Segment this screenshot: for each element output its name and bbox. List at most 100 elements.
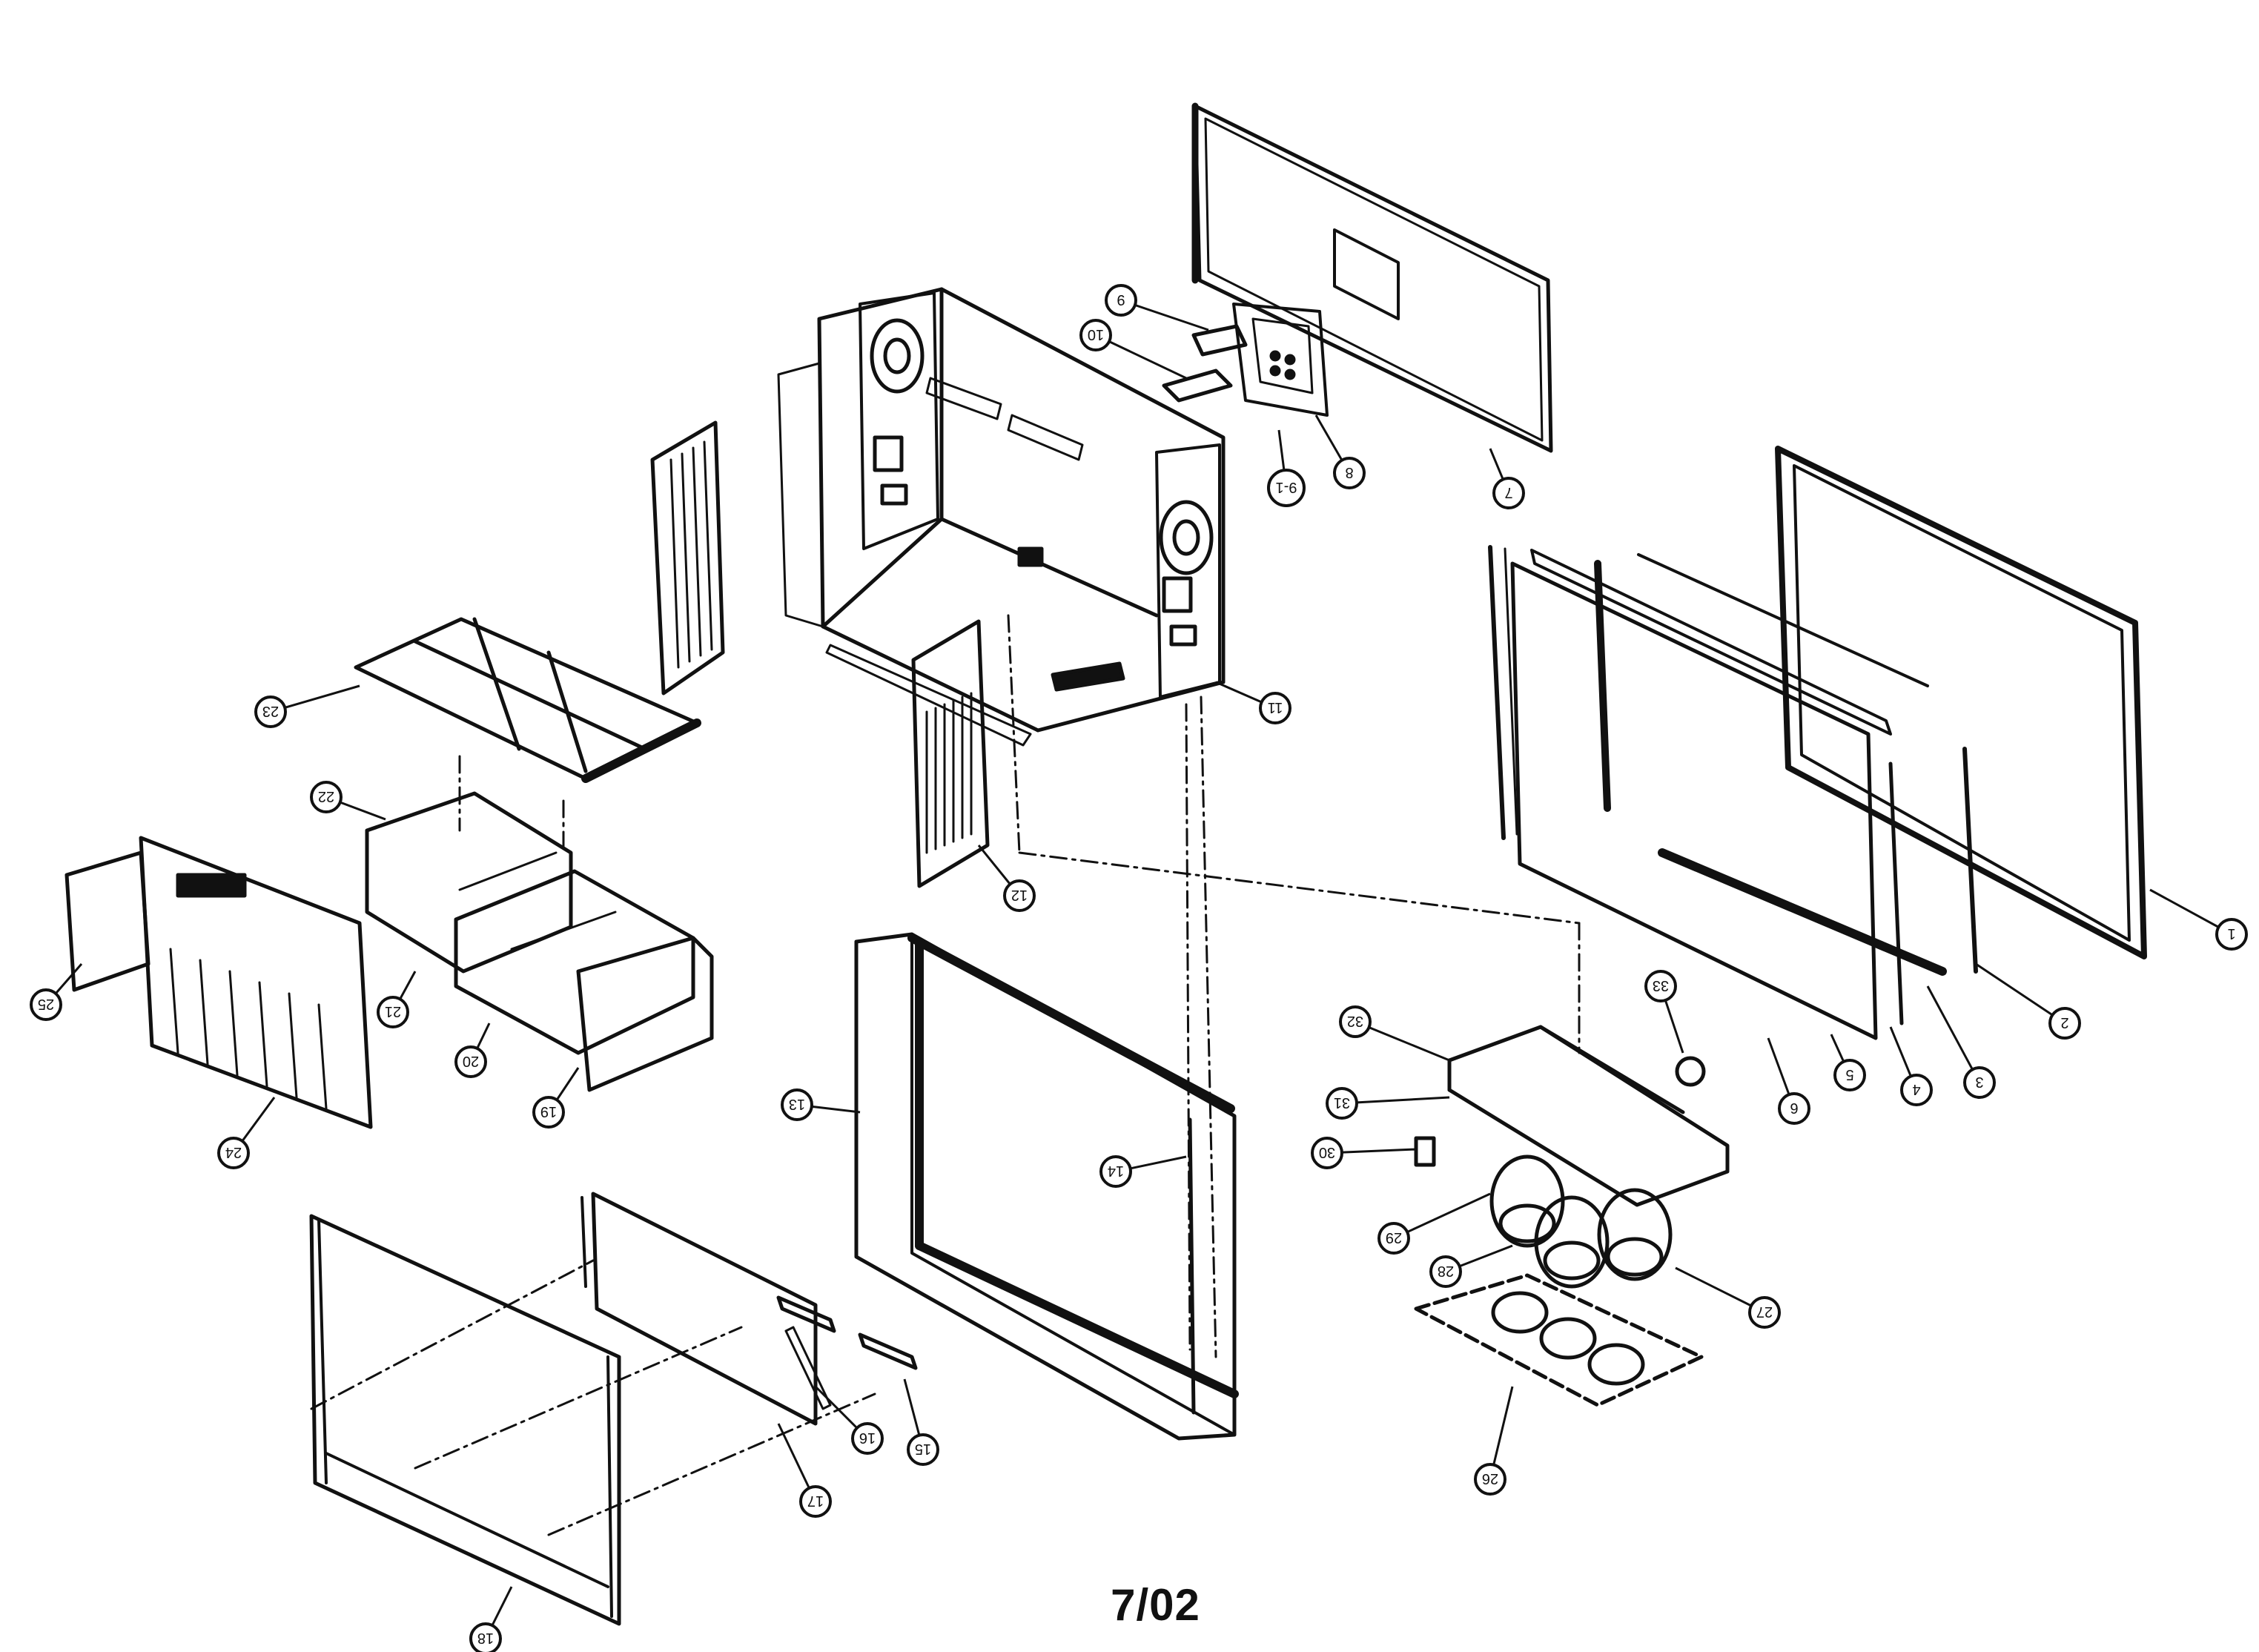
assembly-guide-lines: [310, 614, 1581, 1536]
callout-label-12: 12: [1011, 887, 1028, 903]
callout-20: 20: [454, 1022, 491, 1078]
callout-circle-28: [1429, 1255, 1462, 1288]
callout-circle-29: [1377, 1222, 1410, 1255]
callout-label-14: 14: [1108, 1163, 1124, 1179]
callout-10: 10: [1079, 319, 1187, 380]
callout-2: 2: [1975, 962, 2081, 1040]
callout-24: 24: [217, 1097, 276, 1169]
callout-circle-17: [799, 1485, 832, 1518]
callout-circle-12: [1003, 879, 1036, 912]
callout-8: 8: [1314, 414, 1366, 489]
callout-5: 5: [1830, 1034, 1866, 1091]
callout-circle-4: [1900, 1074, 1933, 1106]
part-screen-panel: [1488, 545, 1978, 1040]
part-main-board: [65, 836, 373, 1129]
callout-circle-14: [1099, 1155, 1132, 1188]
callout-label-13: 13: [789, 1096, 805, 1112]
callout-label-9: 9: [1117, 291, 1125, 308]
callout-9-1: 9-1: [1267, 429, 1306, 507]
callout-3: 3: [1926, 985, 1996, 1099]
part-grille-panel: [911, 619, 990, 888]
callout-label-25: 25: [38, 996, 54, 1012]
callout-circle-27: [1748, 1296, 1781, 1329]
callout-circle-22: [310, 781, 343, 813]
callout-6: 6: [1767, 1037, 1810, 1125]
callout-label-15: 15: [915, 1441, 931, 1457]
callout-label-24: 24: [225, 1144, 242, 1160]
callout-9: 9: [1105, 284, 1209, 331]
callout-circle-9: [1105, 284, 1137, 317]
callout-18: 18: [469, 1586, 513, 1652]
callout-4: 4: [1889, 1026, 1933, 1106]
part-brackets: [776, 1295, 918, 1410]
callout-leader-31: [1341, 1096, 1450, 1105]
callout-circle-5: [1833, 1059, 1866, 1091]
callout-30: 30: [1311, 1137, 1417, 1169]
callout-label-9-1: 9-1: [1276, 479, 1297, 495]
callout-circle-16: [851, 1422, 884, 1455]
callout-label-29: 29: [1386, 1229, 1402, 1246]
callout-leader-29: [1393, 1192, 1491, 1240]
callout-leader-27: [1675, 1266, 1765, 1314]
callout-label-16: 16: [859, 1430, 876, 1446]
callout-label-8: 8: [1345, 464, 1353, 480]
callout-circle-2: [2048, 1007, 2081, 1040]
callout-label-11: 11: [1268, 699, 1283, 716]
part-lens-assembly: [1414, 1025, 1730, 1407]
callout-circle-11: [1259, 692, 1291, 724]
callout-13: 13: [781, 1088, 861, 1121]
callout-label-31: 31: [1334, 1094, 1350, 1111]
callout-label-17: 17: [807, 1493, 824, 1509]
callout-layer: 1234567899-11011121314151617181920212223…: [30, 284, 2248, 1652]
callout-label-4: 4: [1912, 1081, 1920, 1097]
callout-circle-21: [377, 996, 409, 1028]
callout-label-6: 6: [1790, 1100, 1798, 1116]
callout-22: 22: [310, 781, 386, 821]
callout-circle-1: [2215, 918, 2248, 951]
part-upper-cabinet: [777, 287, 1226, 747]
callout-circle-7: [1492, 477, 1525, 509]
callout-circle-30: [1311, 1137, 1343, 1169]
callout-circle-6: [1778, 1092, 1810, 1125]
part-control-bracket: [1162, 303, 1329, 417]
footer-date: 7/02: [0, 1579, 2259, 1630]
callout-circle-9-1: [1267, 469, 1306, 507]
callout-23: 23: [254, 684, 360, 728]
part-mirror-housing: [854, 932, 1239, 1441]
callout-circle-25: [30, 988, 62, 1021]
callout-12: 12: [977, 845, 1036, 912]
callout-circle-15: [907, 1433, 939, 1466]
callout-label-19: 19: [540, 1103, 557, 1120]
callout-11: 11: [1215, 681, 1291, 724]
part-shield: [354, 617, 701, 783]
callout-leader-32: [1355, 1020, 1450, 1062]
part-boards: [365, 791, 714, 1092]
callout-circle-19: [532, 1096, 565, 1129]
callout-32: 32: [1339, 1005, 1450, 1062]
callout-circle-31: [1326, 1087, 1358, 1120]
part-chassis-frame: [309, 1214, 621, 1626]
callout-label-18: 18: [477, 1630, 494, 1646]
callout-label-32: 32: [1347, 1013, 1363, 1029]
callout-circle-26: [1474, 1463, 1506, 1496]
callout-21: 21: [377, 971, 417, 1028]
callout-leader-3: [1926, 985, 1981, 1083]
callout-circle-3: [1963, 1066, 1996, 1099]
callout-label-27: 27: [1756, 1304, 1773, 1320]
callout-19: 19: [532, 1067, 580, 1129]
callout-15: 15: [903, 1378, 939, 1466]
callout-circle-8: [1333, 457, 1366, 489]
callout-label-3: 3: [1975, 1074, 1983, 1090]
callout-circle-20: [454, 1045, 487, 1078]
part-rear-panel: [581, 1192, 818, 1426]
callout-29: 29: [1377, 1192, 1491, 1255]
callout-circle-10: [1079, 319, 1112, 351]
callout-16: 16: [814, 1385, 884, 1455]
callout-28: 28: [1429, 1244, 1513, 1288]
callout-label-20: 20: [463, 1053, 479, 1069]
callout-leader-10: [1095, 334, 1187, 380]
part-back-cover: [1191, 102, 1553, 453]
callout-label-28: 28: [1438, 1263, 1454, 1279]
callout-1: 1: [2149, 888, 2248, 951]
